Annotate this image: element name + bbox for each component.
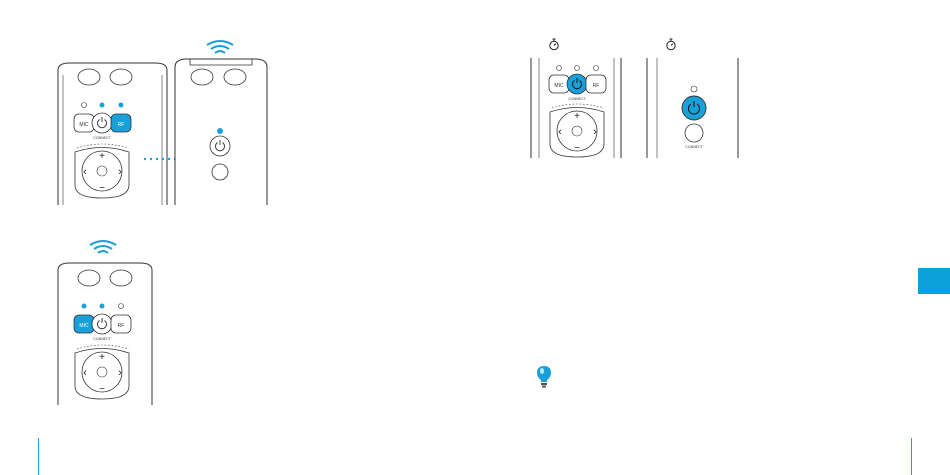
receiver-connect-label: CONNECT — [685, 145, 703, 149]
receiver-power-button[interactable] — [682, 96, 706, 120]
led-power — [575, 66, 580, 71]
receiver-connect-button[interactable] — [685, 124, 703, 142]
volume-down-label: − — [99, 384, 105, 395]
connect-label: CONNECT — [93, 136, 111, 140]
right-label: › — [593, 126, 597, 138]
figure-remote-mic-active: MIC RF CONNECT + − ‹ › — [55, 235, 170, 405]
figure-remote-power-hold: MIC RF CONNECT + − ‹ › — [530, 58, 625, 162]
power-button[interactable] — [92, 314, 112, 334]
power-button[interactable] — [567, 74, 587, 94]
right-margin-line — [911, 438, 912, 475]
figure-remote-receiver-pairing: MIC RF CONNECT + − ‹ › — [55, 35, 280, 205]
power-button[interactable] — [92, 113, 112, 133]
lightbulb-icon — [535, 365, 553, 389]
rf-button-label: RF — [593, 83, 600, 89]
left-label: ‹ — [83, 367, 87, 379]
volume-up-label: + — [99, 151, 105, 162]
led-rf — [119, 103, 124, 108]
center-button[interactable] — [97, 367, 107, 377]
left-label: ‹ — [558, 126, 562, 138]
receiver-led — [217, 128, 223, 134]
mic-button-label: MIC — [554, 83, 564, 89]
receiver-unit — [175, 41, 267, 205]
connect-label: CONNECT — [568, 97, 586, 101]
remote-control-1: MIC RF CONNECT + − ‹ › — [58, 63, 167, 205]
volume-up-label: + — [574, 111, 580, 122]
mic-button-label: MIC — [79, 323, 89, 329]
led-power — [100, 304, 105, 309]
wireless-waves-icon — [207, 41, 233, 53]
receiver-power-button[interactable] — [210, 136, 230, 156]
connect-label: CONNECT — [93, 337, 111, 341]
right-label: › — [118, 166, 122, 178]
led-mic — [82, 103, 87, 108]
led-rf — [594, 66, 599, 71]
left-margin-line — [38, 438, 39, 475]
center-button[interactable] — [572, 126, 582, 136]
center-button[interactable] — [97, 166, 107, 176]
chapter-tab — [918, 268, 950, 294]
volume-down-label: − — [99, 183, 105, 194]
receiver-led — [691, 86, 697, 92]
figure-receiver-power-hold: CONNECT — [645, 58, 745, 162]
wireless-waves-icon — [90, 241, 116, 253]
right-label: › — [118, 367, 122, 379]
led-mic — [557, 66, 562, 71]
volume-up-label: + — [99, 352, 105, 363]
stopwatch-icon — [548, 38, 560, 51]
receiver-connect-button[interactable] — [212, 164, 228, 180]
rf-button-label: RF — [118, 323, 125, 329]
mic-button-label: MIC — [79, 122, 89, 128]
volume-down-label: − — [574, 143, 580, 154]
led-power — [100, 103, 105, 108]
rf-button-label: RF — [118, 122, 125, 128]
led-rf — [119, 304, 124, 309]
stopwatch-icon — [665, 38, 677, 51]
left-label: ‹ — [83, 166, 87, 178]
led-mic — [82, 304, 87, 309]
